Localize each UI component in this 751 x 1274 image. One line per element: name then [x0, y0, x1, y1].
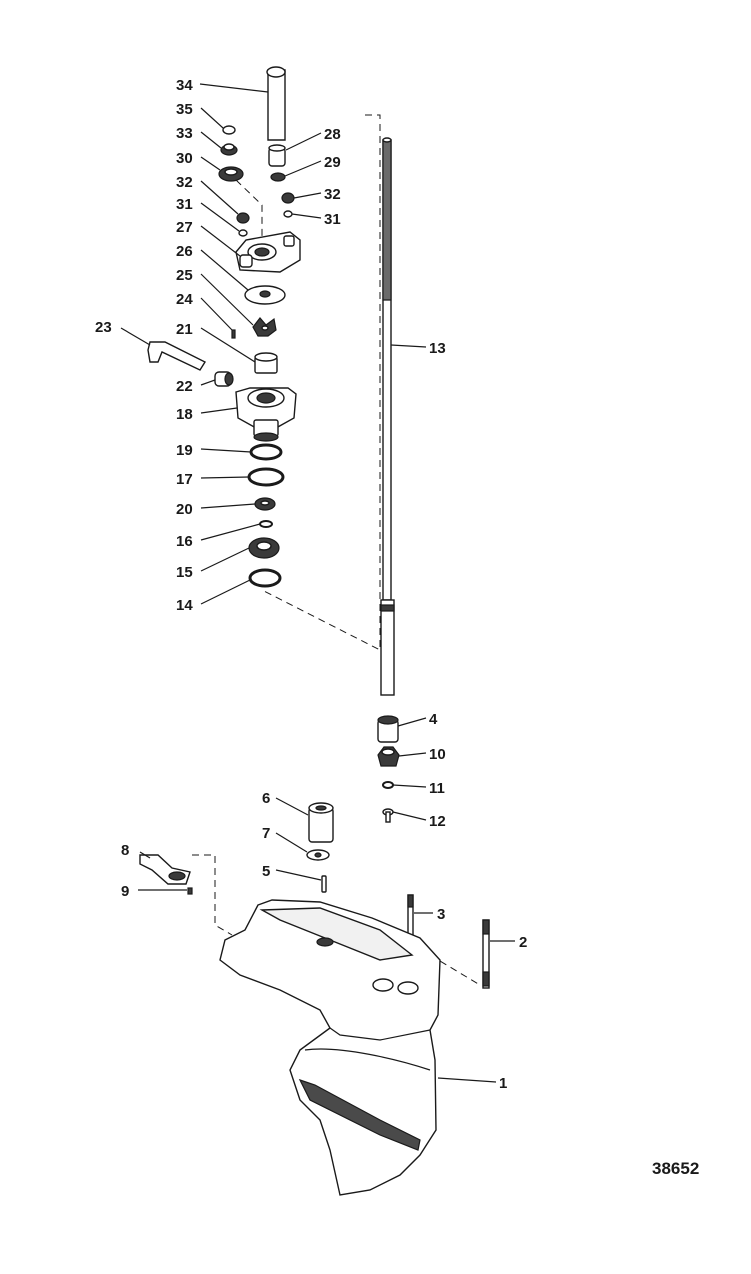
part-11-washer — [382, 781, 394, 789]
part-2-stud — [482, 919, 490, 989]
callout-30: 30 — [176, 150, 193, 167]
figure-number: 38652 — [652, 1159, 699, 1178]
callout-35: 35 — [176, 101, 193, 118]
callout-15: 15 — [176, 564, 193, 581]
callout-14: 14 — [176, 597, 193, 614]
callout-labels: 34 35 33 30 32 31 27 26 25 24 23 21 22 1… — [95, 77, 527, 1092]
part-1-gear-housing — [219, 899, 441, 1196]
callout-20: 20 — [176, 501, 193, 518]
callout-26: 26 — [176, 243, 193, 260]
callout-31-right: 31 — [324, 211, 341, 228]
callout-13: 13 — [429, 340, 446, 357]
callout-8: 8 — [121, 842, 129, 859]
callout-7: 7 — [262, 825, 270, 842]
part-20-oil-seal — [254, 497, 276, 511]
part-22-tube-seal — [214, 371, 234, 387]
part-28-tube-seal — [268, 144, 286, 167]
callout-25: 25 — [176, 267, 193, 284]
callout-29: 29 — [324, 154, 341, 171]
part-6-bushing — [308, 802, 334, 843]
callout-23: 23 — [95, 319, 112, 336]
callout-12: 12 — [429, 813, 446, 830]
part-18-pump-base — [235, 387, 297, 442]
part-17-gasket — [247, 467, 285, 487]
part-34-water-tube — [266, 66, 286, 141]
part-8-anode — [139, 854, 191, 885]
part-31-right-ring — [283, 210, 293, 218]
part-15-bearing — [248, 537, 280, 559]
callout-2: 2 — [519, 934, 527, 951]
callout-11: 11 — [429, 780, 445, 797]
callout-28: 28 — [324, 126, 341, 143]
callout-32-left: 32 — [176, 174, 193, 191]
leader-lines — [120, 83, 515, 1083]
part-32-left-washer — [236, 212, 250, 224]
callout-32-right: 32 — [324, 186, 341, 203]
part-23-water-tube — [147, 341, 207, 371]
callout-5: 5 — [262, 863, 270, 880]
part-26-plate — [244, 285, 286, 305]
callout-31-left: 31 — [176, 196, 193, 213]
callout-1: 1 — [499, 1075, 507, 1092]
part-30-seal — [218, 166, 244, 182]
callout-22: 22 — [176, 378, 193, 395]
part-24-drive-key — [231, 329, 236, 339]
part-21-insert — [254, 352, 278, 374]
part-12-screw — [382, 808, 394, 823]
callout-17: 17 — [176, 471, 193, 488]
part-4-bushing — [377, 715, 399, 743]
part-32-right-washer — [281, 192, 295, 204]
part-9-screw — [187, 887, 193, 895]
callout-3: 3 — [437, 906, 445, 923]
callout-24: 24 — [176, 291, 193, 308]
callout-18: 18 — [176, 406, 193, 423]
part-19-o-ring — [249, 443, 283, 461]
part-33-grommet — [220, 143, 238, 156]
callout-21: 21 — [176, 321, 193, 338]
callout-27: 27 — [176, 219, 193, 236]
callout-9: 9 — [121, 883, 129, 900]
part-16-ring — [259, 520, 273, 528]
callout-4: 4 — [429, 711, 438, 728]
part-14-gasket — [248, 568, 282, 588]
part-25-impeller — [252, 317, 277, 337]
callout-34: 34 — [176, 77, 193, 94]
part-31-left-ring — [238, 229, 248, 237]
part-10-pinion-gear — [377, 746, 400, 767]
callout-16: 16 — [176, 533, 193, 550]
callout-19: 19 — [176, 442, 193, 459]
part-29-grommet — [270, 172, 286, 182]
part-35-o-ring — [222, 125, 236, 135]
callout-6: 6 — [262, 790, 270, 807]
assembly-guide-lines — [192, 114, 481, 986]
part-13-drive-shaft — [380, 137, 395, 696]
part-27-water-pump-body — [235, 231, 301, 273]
part-5-pin — [321, 875, 327, 893]
part-7-washer — [306, 849, 330, 861]
callout-33: 33 — [176, 125, 193, 142]
callout-10: 10 — [429, 746, 446, 763]
